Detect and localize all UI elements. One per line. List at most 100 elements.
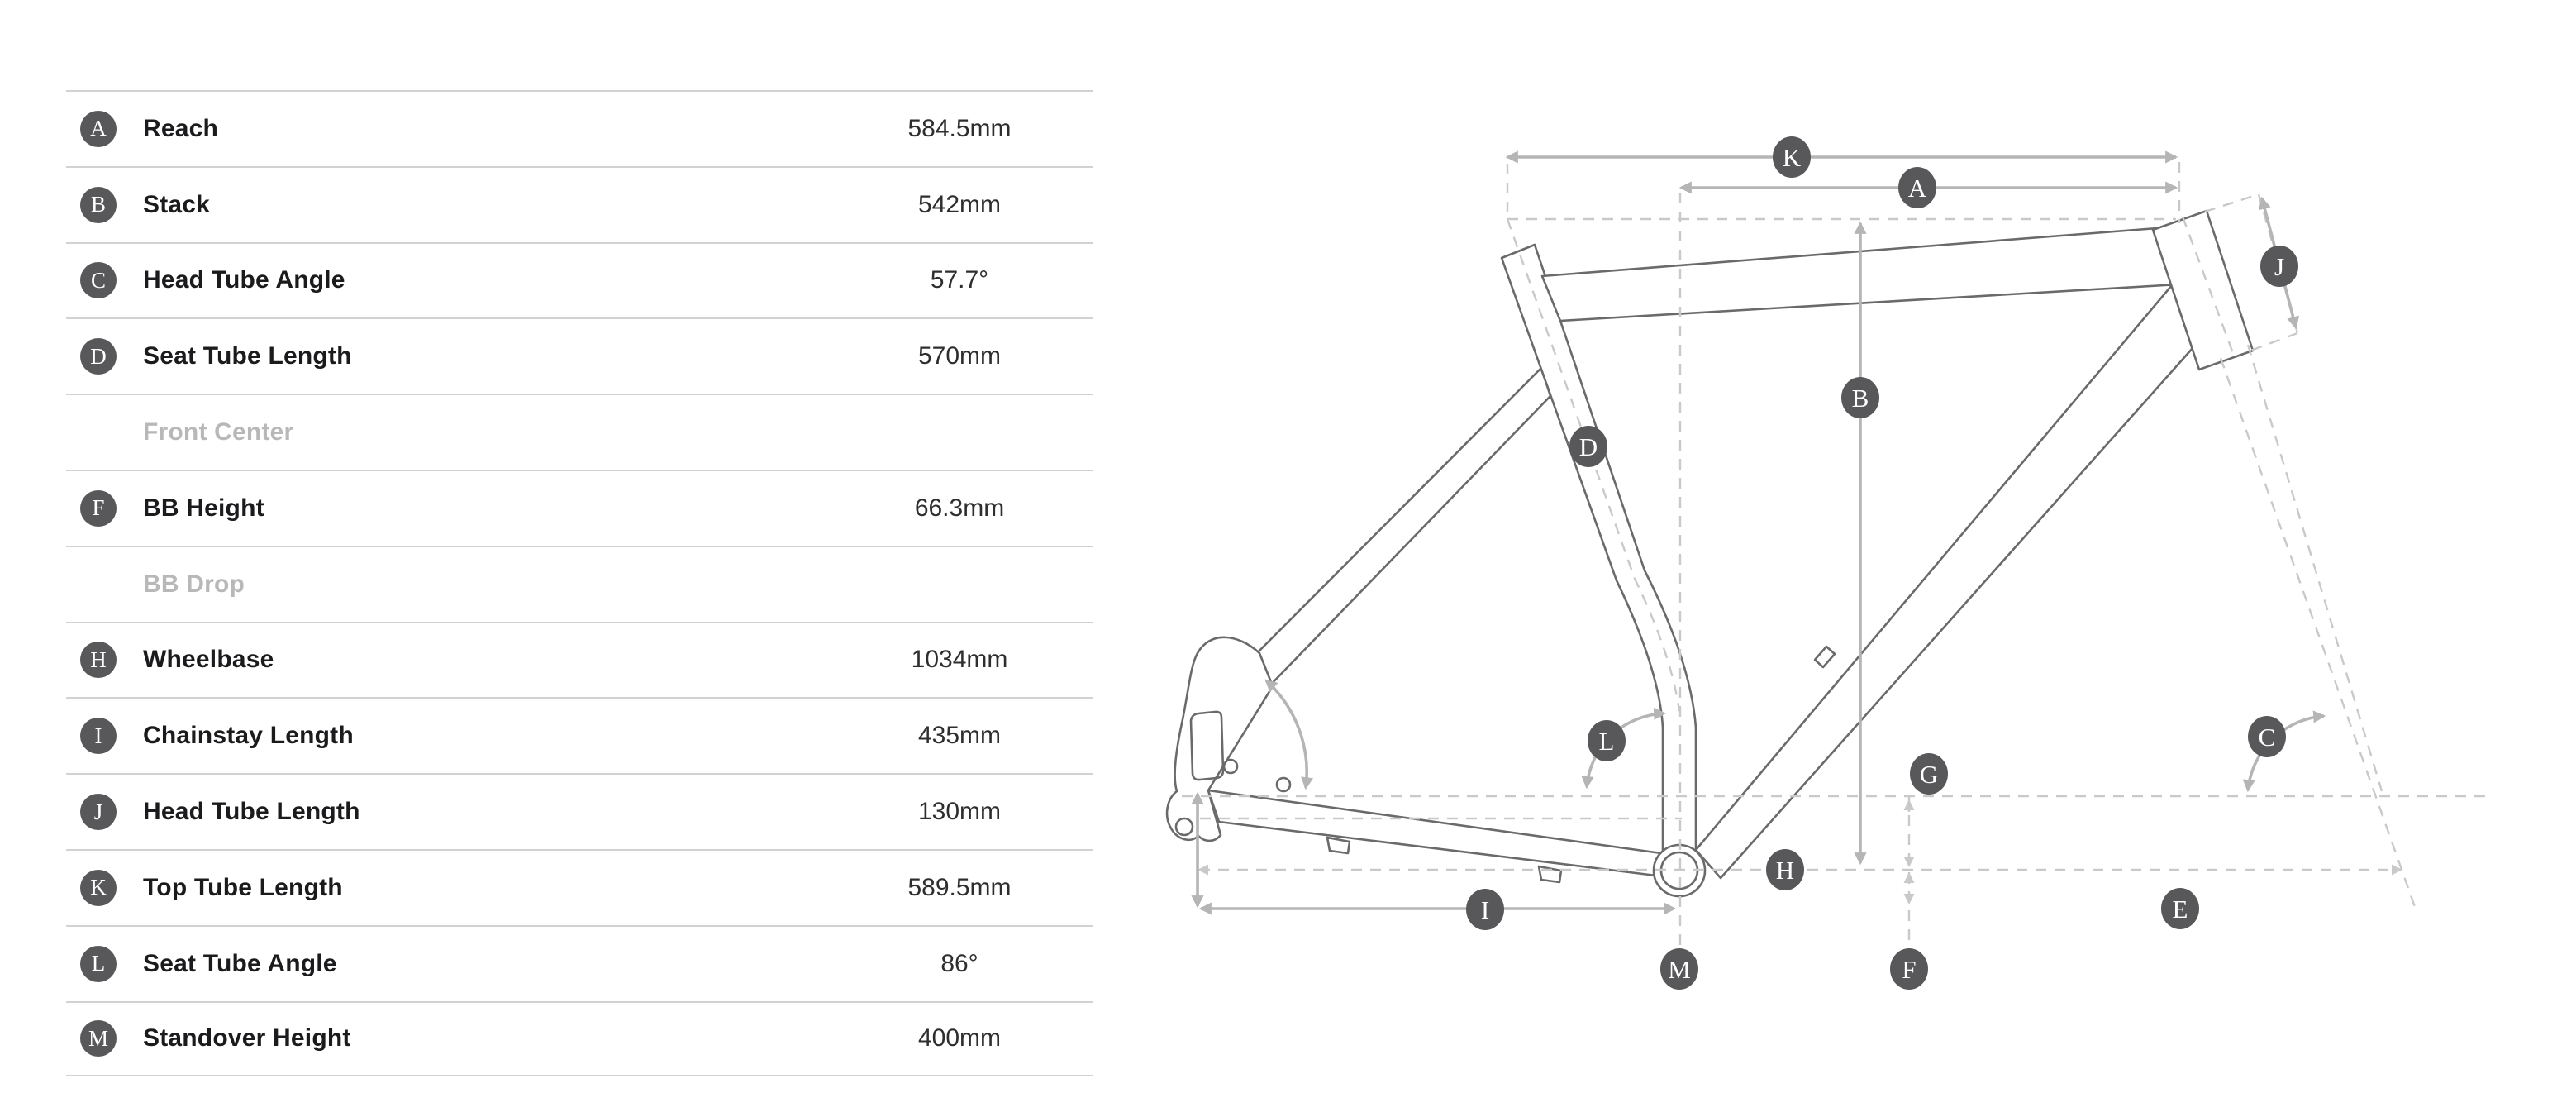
row-value: 542mm bbox=[917, 190, 1002, 218]
row-badge-letter: L bbox=[91, 951, 106, 976]
row-badge-j: J bbox=[80, 794, 117, 831]
svg-text:B: B bbox=[1852, 384, 1869, 413]
table-row-seat-tube-angle[interactable]: L Seat Tube Angle 86° bbox=[66, 924, 1093, 1001]
table-row-standover-height[interactable]: M Standover Height 400mm bbox=[66, 1000, 1093, 1077]
row-label: BB Drop bbox=[143, 570, 245, 598]
bike-frame-outline bbox=[1165, 209, 2255, 898]
table-row-reach[interactable]: A Reach 584.5mm bbox=[66, 90, 1093, 166]
row-label: Wheelbase bbox=[143, 646, 274, 674]
row-label: BB Height bbox=[143, 494, 264, 522]
table-row-head-tube-length[interactable]: J Head Tube Length 130mm bbox=[66, 773, 1093, 849]
table-row-bb-drop[interactable]: BB Drop bbox=[66, 545, 1093, 622]
seat-tube bbox=[1500, 243, 1697, 872]
svg-text:K: K bbox=[1783, 143, 1802, 172]
row-badge-l: L bbox=[80, 945, 117, 982]
diagram-badge-i: I bbox=[1466, 889, 1504, 930]
svg-text:D: D bbox=[1579, 432, 1598, 461]
geometry-table: A Reach 584.5mm B Stack 542mm C Head Tub… bbox=[66, 90, 1093, 1077]
row-badge-letter: H bbox=[90, 647, 107, 672]
diagram-badge-l: L bbox=[1588, 720, 1626, 761]
svg-text:M: M bbox=[1668, 955, 1691, 984]
row-badge-letter: J bbox=[93, 799, 103, 824]
table-row-front-center[interactable]: Front Center bbox=[66, 394, 1093, 470]
head-length-box-top-dash bbox=[2204, 193, 2259, 213]
row-label: Top Tube Length bbox=[143, 873, 343, 901]
dropout-cutout bbox=[1189, 710, 1225, 781]
seatstay-tube bbox=[1242, 366, 1552, 694]
row-badge-letter: I bbox=[94, 723, 102, 748]
diagram-badge-b: B bbox=[1841, 377, 1879, 418]
diagram-badge-h: H bbox=[1766, 849, 1804, 890]
row-badge-b: B bbox=[80, 186, 117, 223]
row-badge-letter: K bbox=[90, 875, 107, 900]
row-badge-letter: F bbox=[92, 495, 105, 521]
row-badge-letter: C bbox=[90, 267, 106, 293]
down-tube-boss bbox=[1813, 645, 1836, 669]
dropout-bolt-hole-2 bbox=[1275, 776, 1292, 793]
chainstay-tube bbox=[1207, 789, 1664, 878]
row-badge-letter: A bbox=[90, 116, 107, 141]
table-row-seat-tube-length[interactable]: D Seat Tube Length 570mm bbox=[66, 317, 1093, 394]
chainstay-notch-1 bbox=[1326, 836, 1351, 855]
rear-triangle-arc bbox=[1264, 679, 1314, 790]
row-label: Seat Tube Length bbox=[143, 342, 352, 370]
row-badge-letter: M bbox=[88, 1025, 108, 1051]
svg-text:C: C bbox=[2259, 723, 2276, 752]
row-badge-i: I bbox=[80, 718, 117, 755]
diagram-badge-j: J bbox=[2260, 246, 2298, 287]
row-badge-k: K bbox=[80, 869, 117, 906]
svg-text:A: A bbox=[1908, 174, 1927, 203]
row-badge-a: A bbox=[80, 110, 117, 147]
table-row-top-tube-length[interactable]: K Top Tube Length 589.5mm bbox=[66, 848, 1093, 925]
row-badge-letter: B bbox=[90, 192, 106, 217]
row-value: 1034mm bbox=[911, 646, 1008, 674]
head-tube-centerline-dash bbox=[2181, 216, 2236, 356]
svg-text:G: G bbox=[1920, 760, 1938, 789]
row-value: 130mm bbox=[917, 798, 1002, 826]
diagram-badge-e: E bbox=[2161, 888, 2199, 929]
row-badge-m: M bbox=[80, 1020, 117, 1057]
row-value: 435mm bbox=[917, 722, 1002, 750]
table-row-chainstay-length[interactable]: I Chainstay Length 435mm bbox=[66, 697, 1093, 773]
row-label: Stack bbox=[143, 190, 211, 218]
row-value: 589.5mm bbox=[907, 873, 1012, 901]
dropout-bolt-hole-1 bbox=[1222, 758, 1239, 775]
down-tube bbox=[1694, 284, 2195, 880]
construction-lines bbox=[1182, 162, 2488, 957]
row-label: Seat Tube Angle bbox=[143, 949, 337, 977]
row-label: Head Tube Length bbox=[143, 798, 360, 826]
diagram-badge-d: D bbox=[1569, 426, 1607, 467]
row-value: 570mm bbox=[917, 342, 1002, 370]
row-badge-f: F bbox=[80, 489, 117, 527]
table-row-bb-height[interactable]: F BB Height 66.3mm bbox=[66, 469, 1093, 546]
svg-text:H: H bbox=[1776, 856, 1794, 885]
table-row-head-tube-angle[interactable]: C Head Tube Angle 57.7° bbox=[66, 241, 1093, 318]
row-value: 400mm bbox=[917, 1024, 1002, 1052]
svg-text:F: F bbox=[1902, 955, 1916, 984]
row-badge-c: C bbox=[80, 262, 117, 299]
table-row-stack[interactable]: B Stack 542mm bbox=[66, 165, 1093, 242]
row-label: Standover Height bbox=[143, 1024, 351, 1052]
svg-text:L: L bbox=[1599, 727, 1615, 756]
row-value: 57.7° bbox=[930, 266, 989, 294]
row-value: 66.3mm bbox=[914, 494, 1005, 522]
row-badge-letter: D bbox=[90, 343, 107, 369]
diagram-badge-m: M bbox=[1660, 948, 1698, 990]
row-label: Chainstay Length bbox=[143, 722, 354, 750]
svg-text:E: E bbox=[2173, 895, 2188, 923]
svg-text:J: J bbox=[2274, 252, 2284, 281]
row-badge-d: D bbox=[80, 338, 117, 375]
diagram-badge-g: G bbox=[1910, 753, 1948, 795]
diagram-badge-a: A bbox=[1898, 167, 1936, 208]
diagram-badge-f: F bbox=[1890, 948, 1928, 990]
row-badge-h: H bbox=[80, 642, 117, 679]
head-length-box-bottom-dash bbox=[2245, 332, 2298, 354]
fork-axis-left-dash bbox=[2219, 357, 2416, 908]
diagram-badges: K A J B D L C G bbox=[1466, 136, 2298, 990]
row-label: Head Tube Angle bbox=[143, 266, 345, 294]
table-row-wheelbase[interactable]: H Wheelbase 1034mm bbox=[66, 621, 1093, 698]
row-value: 584.5mm bbox=[907, 114, 1012, 142]
diagram-badge-k: K bbox=[1773, 136, 1811, 178]
